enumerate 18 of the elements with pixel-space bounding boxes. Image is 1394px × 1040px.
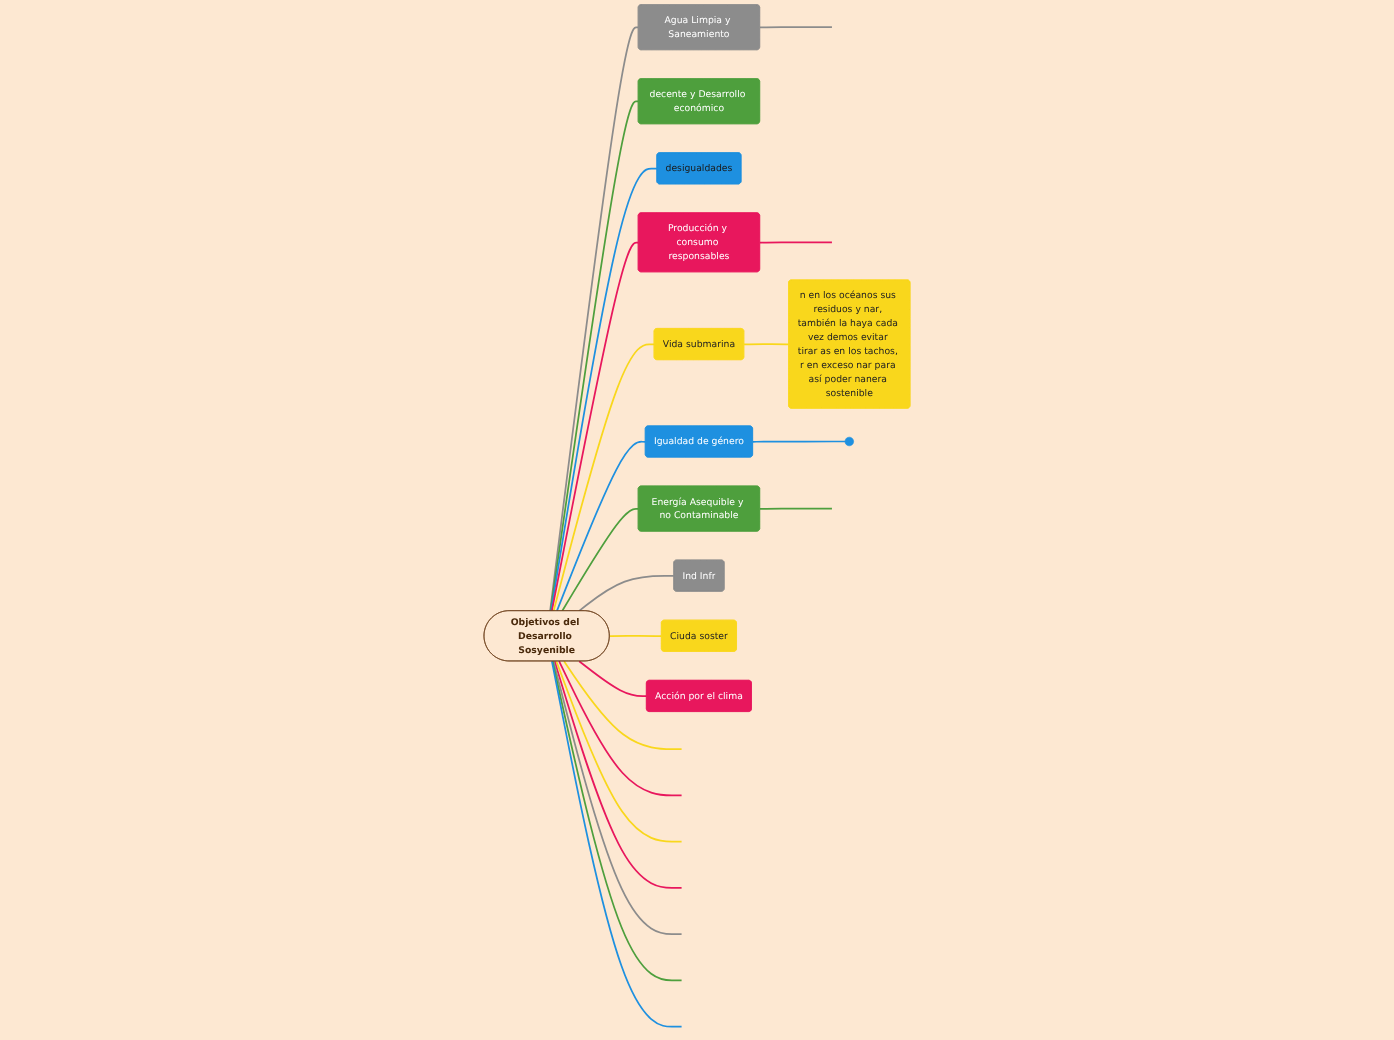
connector-line bbox=[759, 241, 833, 244]
connector-line bbox=[551, 241, 640, 612]
connector-line bbox=[558, 660, 683, 797]
connector-line bbox=[578, 575, 675, 612]
connector-line bbox=[743, 343, 790, 346]
connector-line bbox=[552, 343, 656, 612]
connector-line bbox=[759, 507, 833, 510]
connector-line bbox=[561, 507, 640, 612]
connector-line bbox=[752, 440, 846, 443]
connector-line bbox=[563, 660, 683, 750]
connector-line bbox=[555, 660, 683, 843]
connector-line bbox=[608, 635, 663, 637]
connector-line bbox=[550, 167, 658, 612]
connector-line bbox=[759, 26, 833, 29]
topic-circle bbox=[844, 436, 854, 447]
connector-line bbox=[553, 660, 683, 889]
connector-line bbox=[578, 660, 648, 698]
connector-line bbox=[556, 440, 647, 612]
